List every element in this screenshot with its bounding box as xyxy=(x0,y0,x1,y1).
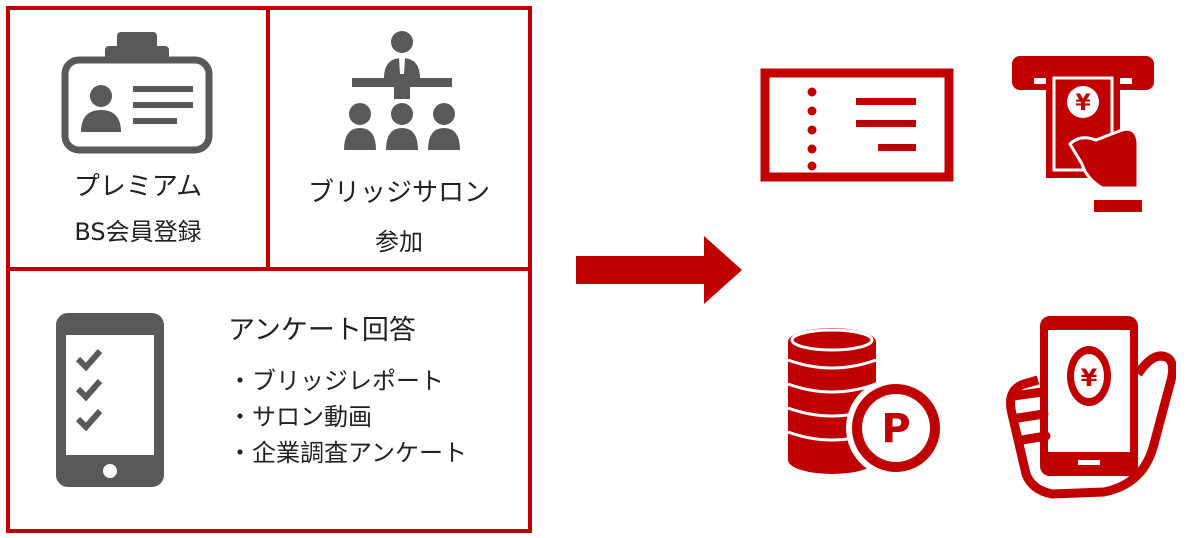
tablet-checklist-icon xyxy=(56,313,164,487)
mobile-yen-glyph: ¥ xyxy=(1081,364,1098,392)
right-arrow-icon xyxy=(576,236,742,304)
points-p-glyph: P xyxy=(881,406,910,452)
salon-line2: 参加 xyxy=(375,228,423,256)
panel-divider-horizontal xyxy=(6,267,532,271)
coin-stack-points-icon: P xyxy=(787,328,946,478)
survey-item-salon-video: ・サロン動画 xyxy=(228,403,372,431)
membership-cell: プレミアム BS会員登録 xyxy=(10,10,266,267)
survey-item-company-survey: ・企業調査アンケート xyxy=(228,439,468,467)
salon-line1: ブリッジサロン xyxy=(307,178,490,208)
survey-title: アンケート回答 xyxy=(228,315,416,346)
salon-cell: ブリッジサロン 参加 xyxy=(270,10,528,267)
atm-yen-glyph: ¥ xyxy=(1075,91,1091,116)
membership-line1: プレミアム xyxy=(73,172,203,202)
id-badge-icon xyxy=(61,32,213,154)
seminar-audience-icon xyxy=(344,31,460,150)
survey-item-bridge-report: ・ブリッジレポート xyxy=(228,367,444,395)
panel-divider-vertical xyxy=(266,6,270,271)
atm-cash-withdrawal-icon: ¥ xyxy=(1012,56,1154,212)
membership-line2: BS会員登録 xyxy=(74,218,202,246)
ticket-icon xyxy=(760,68,954,182)
survey-items: ・ブリッジレポート ・サロン動画 ・企業調査アンケート xyxy=(228,363,467,471)
smartphone-payment-icon: ¥ xyxy=(1006,316,1176,499)
survey-cell: アンケート回答 ・ブリッジレポート ・サロン動画 ・企業調査アンケート xyxy=(10,271,528,529)
